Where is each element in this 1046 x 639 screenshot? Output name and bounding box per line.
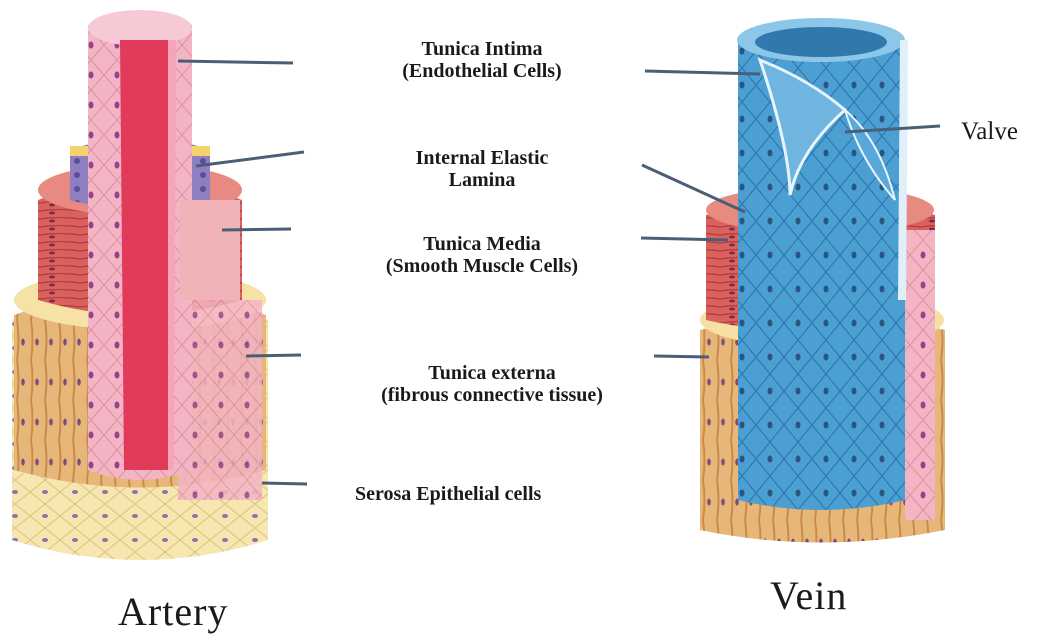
leader-line-externa-artery [246, 355, 301, 356]
leader-line-media-vein [641, 238, 728, 240]
leader-line-intima-artery [178, 61, 293, 63]
label-tunica-media-line2: (Smooth Muscle Cells) [352, 255, 612, 277]
label-serosa-epithelial-text: Serosa Epithelial cells [355, 483, 615, 505]
label-internal-elastic-lamina-line1: Internal Elastic [362, 147, 602, 169]
leader-line-elastic-artery [196, 152, 304, 166]
label-tunica-media-line1: Tunica Media [352, 233, 612, 255]
label-tunica-intima-line2: (Endothelial Cells) [362, 60, 602, 82]
leader-line-media-artery [222, 229, 291, 230]
label-tunica-externa-line1: Tunica externa [337, 362, 647, 384]
artery-lumen-cut [120, 40, 170, 470]
label-serosa-epithelial: Serosa Epithelial cells [355, 483, 615, 505]
artery-illustration [12, 10, 268, 560]
label-tunica-intima: Tunica Intima (Endothelial Cells) [362, 38, 602, 82]
label-internal-elastic-lamina-line2: Lamina [362, 169, 602, 191]
label-tunica-externa: Tunica externa (fibrous connective tissu… [337, 362, 647, 406]
label-tunica-media: Tunica Media (Smooth Muscle Cells) [352, 233, 612, 277]
label-tunica-intima-line1: Tunica Intima [362, 38, 602, 60]
leader-line-serosa-artery [262, 483, 307, 484]
vein-illustration [700, 18, 945, 543]
leader-line-elastic-vein [642, 165, 745, 212]
title-vein: Vein [770, 572, 847, 619]
label-internal-elastic-lamina: Internal Elastic Lamina [362, 147, 602, 191]
leader-line-externa-vein [654, 356, 709, 357]
label-tunica-externa-line2: (fibrous connective tissue) [337, 384, 647, 406]
label-valve: Valve [961, 118, 1018, 146]
title-artery: Artery [118, 588, 228, 635]
